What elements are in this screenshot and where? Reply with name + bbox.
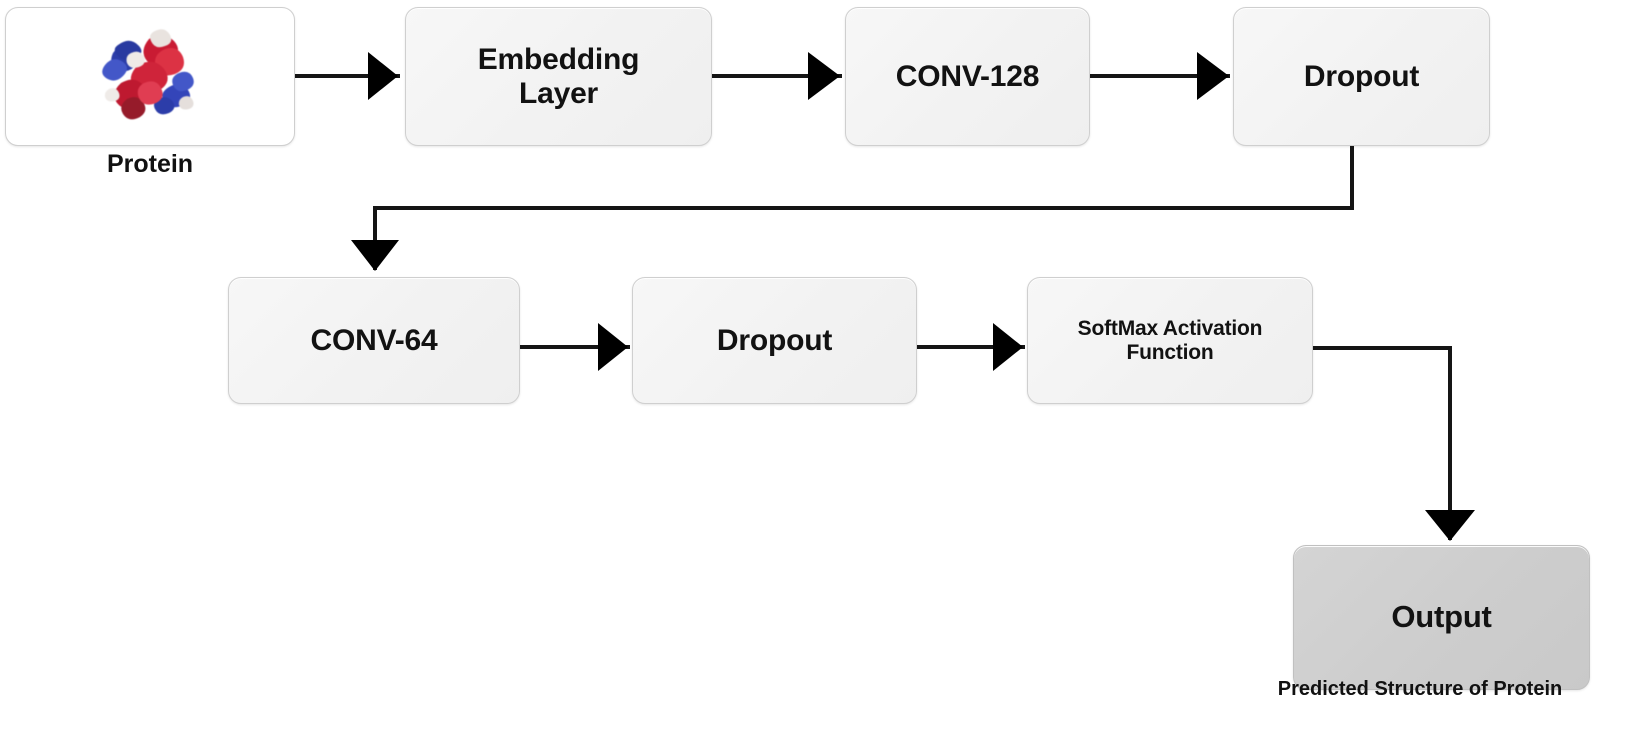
edge-conv64-to-dropout2 (520, 323, 630, 371)
protein-ribbon-structure-icon (102, 29, 194, 120)
embedding-layer-label-line1: Embedding (477, 42, 640, 76)
node-softmax-activation[interactable]: SoftMax Activation Function (1027, 277, 1313, 404)
edge-dropout1-to-conv64 (351, 146, 1354, 271)
node-protein[interactable] (5, 7, 295, 146)
edge-conv128-to-dropout1 (1090, 52, 1230, 100)
node-conv-64[interactable]: CONV-64 (228, 277, 520, 404)
conv-128-label: CONV-128 (895, 59, 1040, 93)
output-label: Output (1391, 599, 1492, 635)
node-conv-128[interactable]: CONV-128 (845, 7, 1090, 146)
output-caption: Predicted Structure of Protein (1277, 678, 1563, 700)
edge-softmax-to-output (1313, 346, 1475, 541)
softmax-label-line2: Function (1126, 340, 1214, 364)
node-dropout-1[interactable]: Dropout (1233, 7, 1490, 146)
softmax-label-line1: SoftMax Activation (1077, 316, 1263, 340)
protein-caption: Protein (106, 150, 194, 178)
conv-64-label: CONV-64 (310, 323, 438, 357)
dropout-2-label: Dropout (716, 323, 833, 357)
dropout-1-label: Dropout (1303, 59, 1420, 93)
edge-embedding-to-conv128 (712, 52, 842, 100)
node-output[interactable]: Output (1293, 545, 1590, 690)
node-dropout-2[interactable]: Dropout (632, 277, 917, 404)
node-embedding-layer[interactable]: Embedding Layer (405, 7, 712, 146)
edge-protein-to-embedding (295, 52, 400, 100)
edge-dropout2-to-softmax (917, 323, 1025, 371)
embedding-layer-label-line2: Layer (518, 76, 599, 110)
